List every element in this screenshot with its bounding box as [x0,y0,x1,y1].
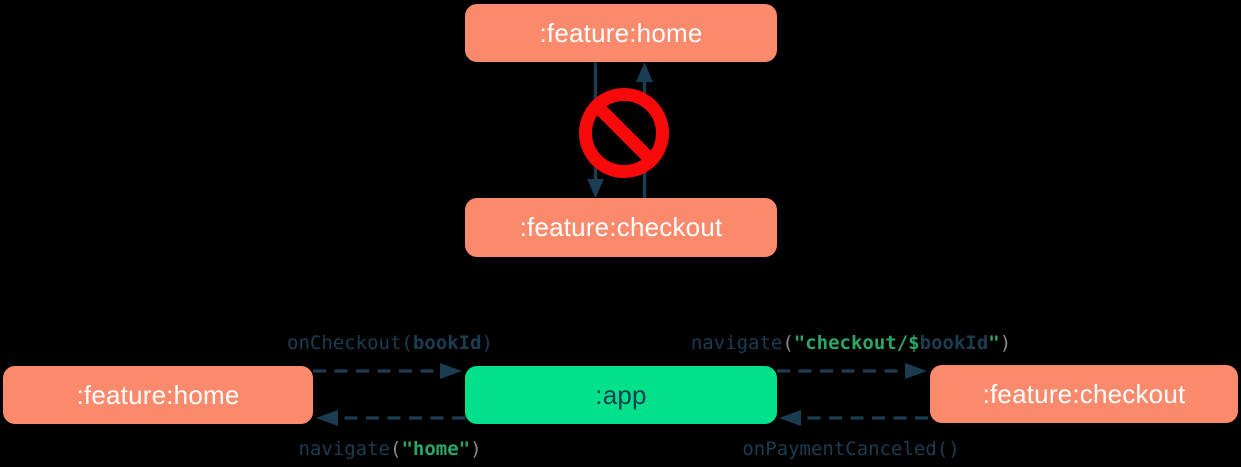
module-label: :app [595,379,647,410]
code-token: navigate [298,438,390,460]
arrow-head-up [636,62,653,82]
arrow-head-right [905,363,927,379]
code-token: onCheckout( [287,332,413,354]
label-onpaymentcanceled: onPaymentCanceled() [742,437,959,461]
arrow-head-left [316,410,338,426]
label-navigate-checkout-bookid: navigate("checkout/$bookId") [691,331,1011,355]
module-label: :feature:checkout [519,212,723,242]
code-token: "home" [401,438,471,460]
label-navigate-home: navigate("home") [298,437,481,461]
code-token: " [988,332,1000,354]
arrow-head-right [440,363,462,379]
arrow-home-to-app [313,363,462,379]
module-label: :feature:checkout [982,378,1186,409]
module-box-feature-checkout: :feature:checkout [930,365,1238,423]
code-token: onPaymentCanceled() [742,438,960,460]
code-token: navigate [690,332,783,354]
module-box-app: :app [465,366,777,424]
no-entry-slash [592,101,656,165]
module-label: :feature:home [76,379,240,410]
code-token: bookId [919,332,989,354]
code-token: bookId [412,332,482,354]
module-label: :feature:home [539,17,703,48]
code-token: ) [999,332,1012,354]
code-token: "checkout/$ [793,332,920,354]
arrow-head-down [587,179,604,198]
arrow-checkout-to-app [779,410,928,426]
code-token: ) [481,332,493,354]
label-oncheckout-bookid: onCheckout(bookId) [287,331,493,355]
arrow-app-to-home [316,410,465,426]
code-token: ) [470,438,482,460]
module-box-feature-home-top: :feature:home [465,4,777,62]
code-token: ( [389,438,402,460]
code-token: ( [782,332,794,354]
module-box-feature-home: :feature:home [3,366,313,424]
no-entry-icon [579,88,669,178]
arrow-head-left [779,410,801,426]
module-box-feature-checkout-top: :feature:checkout [465,198,777,257]
arrow-app-to-checkout [777,363,927,379]
